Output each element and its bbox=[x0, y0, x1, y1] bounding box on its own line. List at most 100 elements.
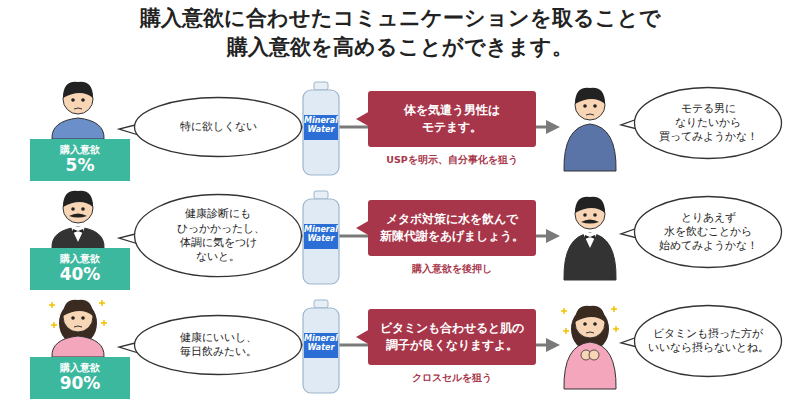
message-box: 体を気遣う男性は モテます。 bbox=[368, 91, 536, 147]
sparkle bbox=[563, 328, 569, 334]
mustache bbox=[69, 214, 87, 218]
eye bbox=[81, 98, 85, 102]
hair bbox=[575, 88, 605, 104]
sparkle bbox=[49, 302, 55, 308]
bottle-label bbox=[304, 333, 338, 358]
badge-percent: 90% bbox=[60, 374, 101, 394]
node-text: メタボ対策に水を飲んで 新陳代謝をあげましょう。 bbox=[377, 211, 527, 246]
bottle bbox=[303, 199, 339, 284]
eye bbox=[583, 213, 587, 217]
bubble-ellipse bbox=[135, 316, 302, 375]
bottle-label bbox=[304, 115, 338, 140]
bow-tie bbox=[73, 229, 83, 233]
node-text: モテる男に なりたいから 買ってみようかな！ bbox=[653, 102, 763, 145]
arrowhead bbox=[546, 338, 560, 352]
purchase-intent-badge: 購入意欲5% bbox=[30, 139, 130, 181]
bubble-ellipse bbox=[135, 98, 302, 157]
strategy-caption: 購入意欲を後押し bbox=[368, 263, 536, 275]
eye bbox=[71, 207, 75, 211]
speech-bubble: 特に欲しくない bbox=[133, 96, 303, 158]
sparkle bbox=[99, 300, 105, 306]
strategy-caption: USPを明示、自分事化を狙う bbox=[368, 154, 536, 166]
mouth bbox=[74, 326, 82, 327]
bottle-label-text: Mineral Water bbox=[303, 116, 339, 134]
shirt bbox=[71, 227, 85, 242]
eye bbox=[81, 207, 85, 211]
body bbox=[564, 342, 616, 389]
speech-bubble: 健康にいいし、 毎日飲みたい。 bbox=[133, 314, 303, 376]
node-text: 健康にいいし、 毎日飲みたい。 bbox=[177, 331, 260, 360]
mouth bbox=[586, 114, 594, 115]
sparkle bbox=[613, 326, 619, 332]
shirt bbox=[583, 233, 597, 248]
purchase-intent-badge: 購入意欲90% bbox=[30, 357, 130, 399]
body bbox=[52, 336, 104, 357]
speech-bubble: モテる男に なりたいから 買ってみようかな！ bbox=[633, 86, 783, 160]
message-box: ビタミンも合わせると肌の 調子が良くなりますよ。 bbox=[368, 309, 536, 365]
mustache bbox=[581, 220, 599, 224]
eye bbox=[71, 98, 75, 102]
bubble-ellipse bbox=[635, 88, 782, 159]
node-text: ビタミンも摂った方が いいなら摂らないとね。 bbox=[645, 327, 772, 356]
eye bbox=[583, 104, 587, 108]
eye bbox=[593, 213, 597, 217]
bottle-cap bbox=[314, 300, 328, 308]
badge-heading: 購入意欲 bbox=[60, 144, 100, 156]
badge-percent: 40% bbox=[60, 265, 101, 285]
message-box: メタボ対策に水を飲んで 新陳代謝をあげましょう。 bbox=[368, 200, 536, 256]
bottle-label-text: Mineral Water bbox=[303, 334, 339, 352]
bottle bbox=[303, 90, 339, 175]
node-text: とりあえず 水を飲むことから 始めてみようかな！ bbox=[656, 211, 761, 254]
old-man-figure bbox=[564, 197, 616, 280]
eye bbox=[71, 316, 75, 320]
bow-tie bbox=[585, 235, 595, 239]
hair bbox=[575, 306, 605, 322]
hair bbox=[63, 191, 93, 207]
speech-bubble: ビタミンも摂った方が いいなら摂らないとね。 bbox=[633, 304, 783, 378]
node-text: 体を気遣う男性は モテます。 bbox=[401, 102, 503, 137]
body bbox=[52, 118, 104, 139]
sparkle bbox=[51, 322, 57, 328]
mouth bbox=[74, 108, 82, 109]
woman-figure bbox=[561, 306, 619, 389]
arrowhead bbox=[546, 120, 560, 134]
hand bbox=[589, 350, 599, 360]
purchase-intent-badge: 購入意欲40% bbox=[30, 248, 130, 290]
bubble-ellipse bbox=[635, 197, 782, 268]
badge-heading: 購入意欲 bbox=[60, 253, 100, 265]
eye bbox=[593, 322, 597, 326]
woman-figure bbox=[49, 300, 107, 357]
old-man-figure bbox=[52, 191, 104, 248]
sparkle bbox=[101, 320, 107, 326]
man-figure bbox=[52, 82, 104, 139]
bubble-ellipse bbox=[135, 195, 302, 277]
body bbox=[52, 227, 104, 248]
sparkle bbox=[611, 306, 617, 312]
hair bbox=[575, 197, 605, 213]
node-text: ビタミンも合わせると肌の 調子が良くなりますよ。 bbox=[377, 320, 527, 355]
hair bbox=[63, 300, 93, 316]
bottle-cap bbox=[314, 191, 328, 199]
man-figure bbox=[564, 88, 616, 171]
eye bbox=[593, 104, 597, 108]
bottle bbox=[303, 308, 339, 393]
bottle-label bbox=[304, 224, 338, 249]
eye bbox=[583, 322, 587, 326]
body bbox=[564, 124, 616, 171]
speech-bubble: 健康診断にも ひっかかったし、 体調に気をつけ ないと。 bbox=[133, 193, 303, 278]
bottle-label-text: Mineral Water bbox=[303, 225, 339, 243]
speech-bubble: とりあえず 水を飲むことから 始めてみようかな！ bbox=[633, 195, 783, 269]
badge-heading: 購入意欲 bbox=[60, 362, 100, 374]
node-text: 特に欲しくない bbox=[174, 120, 262, 134]
body bbox=[564, 233, 616, 280]
eye bbox=[81, 316, 85, 320]
hair bbox=[63, 82, 93, 98]
mouth bbox=[586, 332, 594, 333]
title: 購入意欲に合わせたコミュニケーションを取ることで 購入意欲を高めることができます… bbox=[100, 4, 700, 63]
strategy-caption: クロスセルを狙う bbox=[368, 372, 536, 384]
arrowhead bbox=[546, 229, 560, 243]
bottle-cap bbox=[314, 82, 328, 90]
badge-percent: 5% bbox=[66, 156, 95, 176]
bubble-ellipse bbox=[635, 306, 782, 377]
